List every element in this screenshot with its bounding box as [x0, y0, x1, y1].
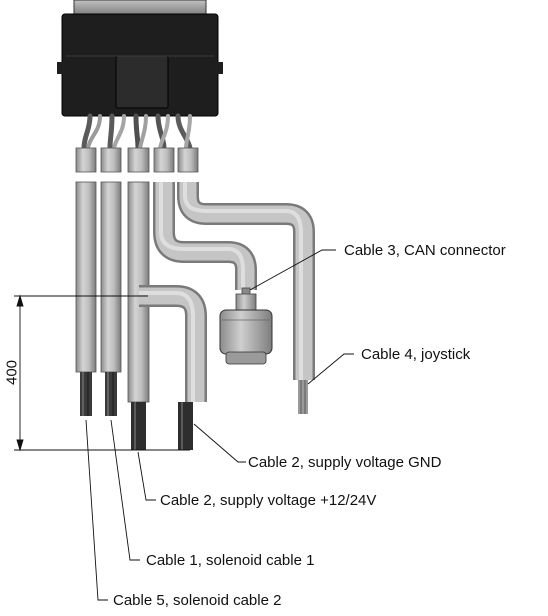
leader-solenoid-1	[110, 419, 140, 561]
cable-5-end	[80, 372, 92, 416]
label-cable-3-can: Cable 3, CAN connector	[344, 242, 506, 259]
label-cable-5-solenoid-2: Cable 5, solenoid cable 2	[113, 592, 282, 609]
cable-5	[75, 147, 97, 416]
cable-2-gnd-end	[178, 402, 193, 450]
wire-fanout	[81, 113, 193, 151]
leader-lines	[85, 249, 354, 601]
leader-can	[249, 249, 336, 291]
label-cable-4-joystick: Cable 4, joystick	[361, 346, 471, 363]
dimension-value: 400	[3, 359, 21, 386]
cable-2-gnd	[139, 285, 207, 450]
leader-solenoid-2	[85, 419, 108, 601]
label-cable-1-solenoid-1: Cable 1, solenoid cable 1	[146, 552, 315, 569]
dimension-400	[14, 294, 190, 452]
cable-2-positive-end	[131, 402, 146, 450]
leader-joystick	[307, 353, 354, 385]
cable-4	[177, 147, 315, 414]
label-cable-2-positive: Cable 2, supply voltage +12/24V	[160, 492, 377, 509]
can-plug	[219, 293, 273, 365]
label-cable-2-gnd: Cable 2, supply voltage GND	[248, 454, 442, 471]
cable-3	[153, 147, 257, 297]
leader-positive	[137, 451, 156, 501]
connector-side-tab-right	[217, 62, 223, 74]
leader-gnd	[193, 423, 246, 463]
connector-side-tab-left	[57, 62, 63, 74]
cable-2-positive	[127, 147, 150, 450]
cable-1-end	[105, 372, 117, 416]
main-connector	[57, 0, 223, 117]
cable-4-end	[298, 380, 308, 414]
cable-1	[100, 147, 122, 416]
connector-latch	[115, 55, 169, 109]
